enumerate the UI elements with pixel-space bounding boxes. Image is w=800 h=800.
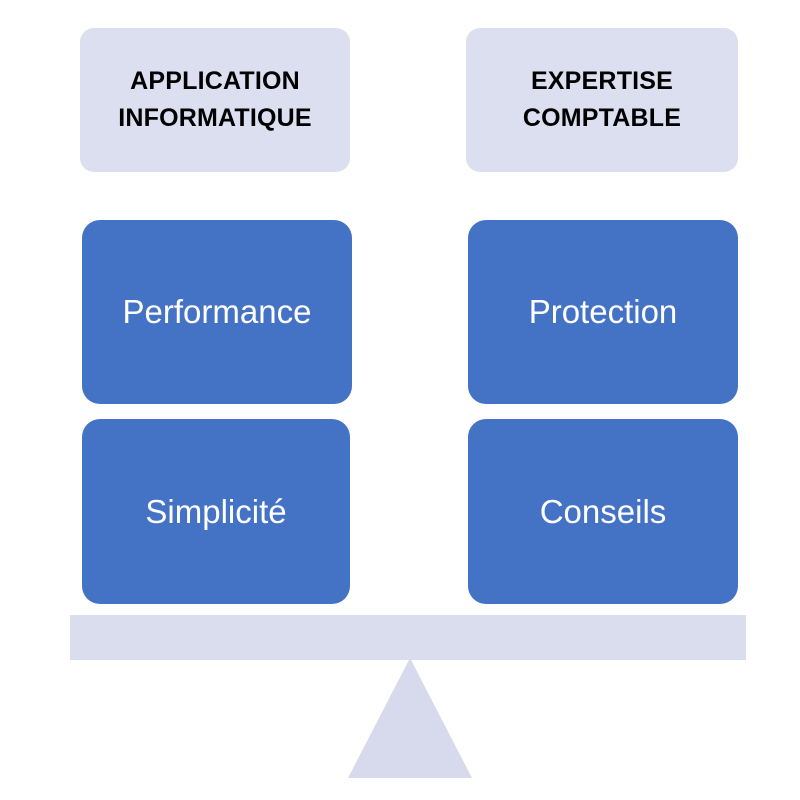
header-right-line-2: COMPTABLE bbox=[522, 104, 682, 132]
value-box-protection: Protection bbox=[468, 220, 738, 404]
balance-beam bbox=[70, 615, 746, 660]
value-box-simplicite: Simplicité bbox=[82, 419, 350, 604]
header-left-line-1: APPLICATION bbox=[130, 67, 300, 95]
value-box-performance: Performance bbox=[82, 220, 352, 404]
fulcrum-triangle-icon bbox=[348, 658, 472, 778]
header-box-expertise-comptable: EXPERTISE COMPTABLE bbox=[466, 28, 738, 172]
value-box-protection-label: Protection bbox=[528, 293, 678, 331]
value-box-simplicite-label: Simplicité bbox=[145, 492, 287, 530]
value-box-conseils-label: Conseils bbox=[539, 492, 667, 530]
header-box-application-informatique: APPLICATION INFORMATIQUE bbox=[80, 28, 350, 172]
value-box-conseils: Conseils bbox=[468, 419, 738, 604]
header-right-line-1: EXPERTISE bbox=[530, 67, 674, 95]
value-box-performance-label: Performance bbox=[122, 293, 312, 331]
header-left-line-2: INFORMATIQUE bbox=[118, 104, 312, 132]
